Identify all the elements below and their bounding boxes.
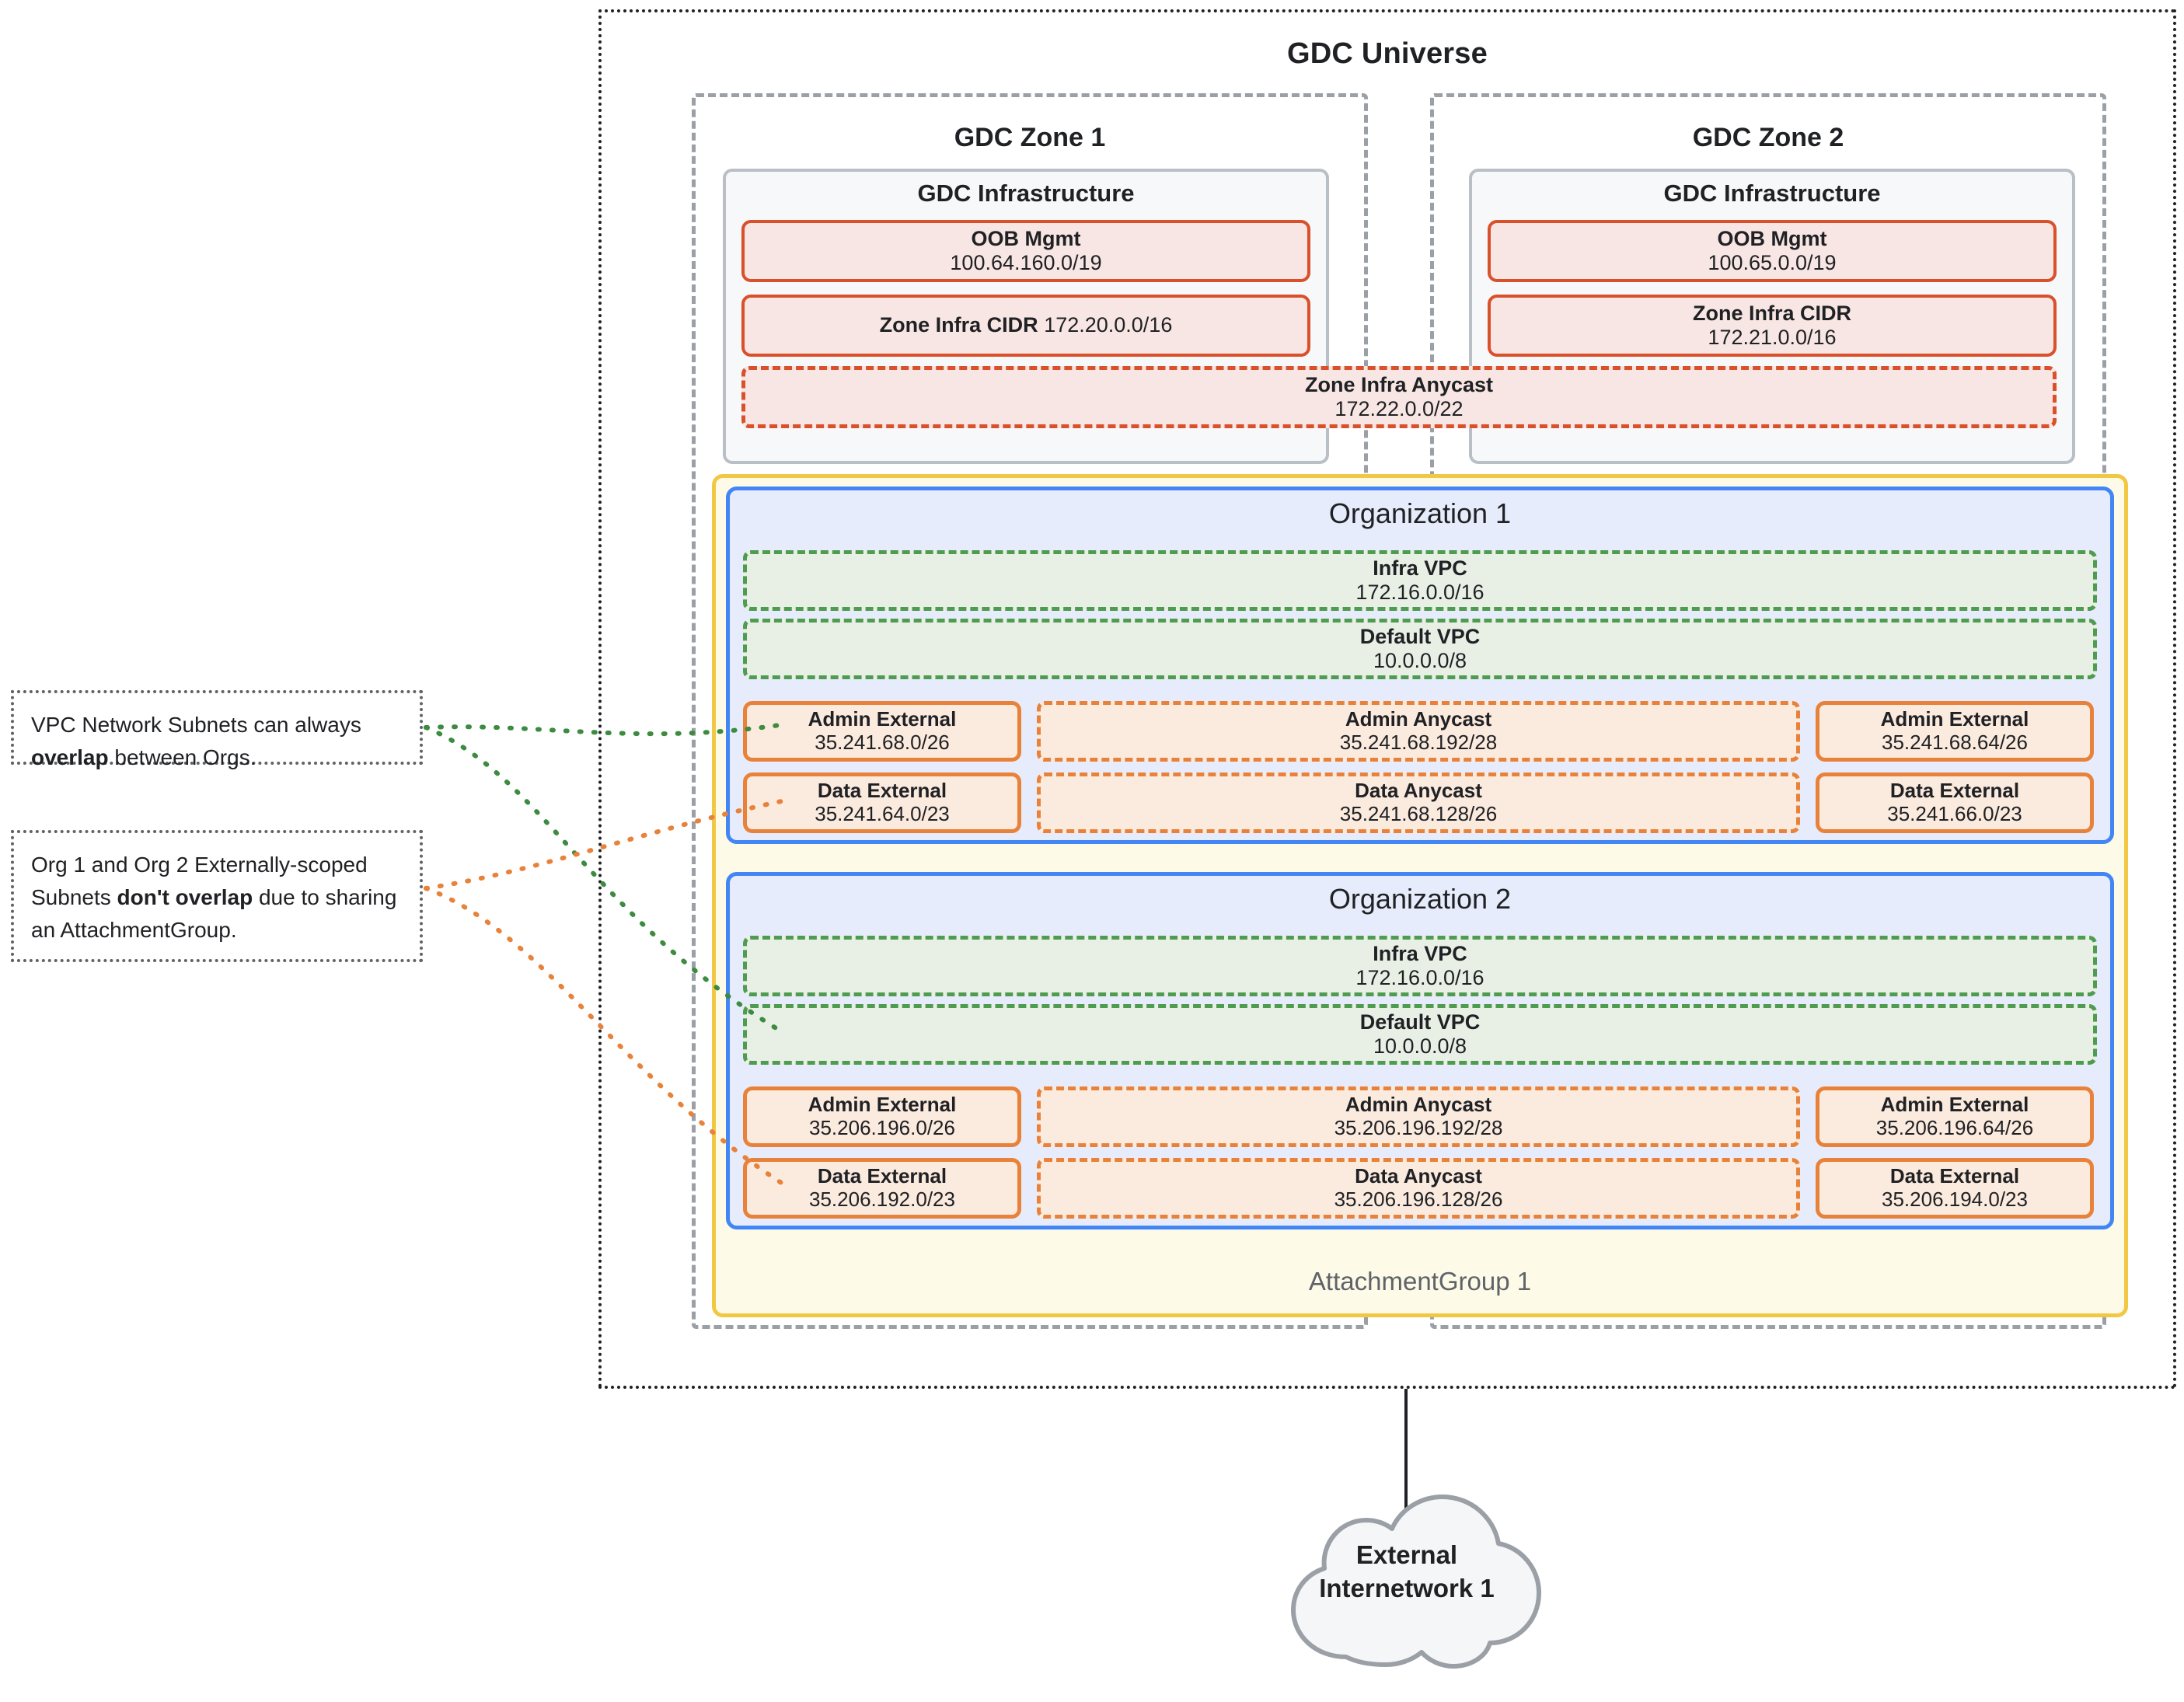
subnet-label: Admin External <box>808 707 957 731</box>
no-overlap-note-emphasis: don't overlap <box>117 885 253 909</box>
org-1-default-vpc: Default VPC 10.0.0.0/8 <box>743 619 2097 679</box>
zone-1-infra-cidr-value: 172.20.0.0/16 <box>1044 313 1173 337</box>
org-1-data-external-zone-1: Data External 35.241.64.0/23 <box>743 773 1021 833</box>
subnet-label: Admin External <box>1880 707 2029 731</box>
subnet-label: Admin Anycast <box>1345 1093 1492 1117</box>
subnet-cidr: 35.241.64.0/23 <box>815 802 950 825</box>
organization-2-title: Organization 2 <box>1328 883 1512 915</box>
zone-2-infra-cidr-value: 172.21.0.0/16 <box>1708 326 1837 349</box>
subnet-label: Data Anycast <box>1355 779 1482 803</box>
org-2-data-external-zone-1: Data External 35.206.192.0/23 <box>743 1158 1021 1219</box>
subnet-cidr: 35.206.194.0/23 <box>1882 1188 2028 1211</box>
org-2-default-vpc: Default VPC 10.0.0.0/8 <box>743 1004 2097 1065</box>
org-1-admin-external-zone-2: Admin External 35.241.68.64/26 <box>1816 701 2094 762</box>
zone-2-oob-mgmt-subnet: OOB Mgmt 100.65.0.0/19 <box>1488 220 2057 282</box>
subnet-cidr: 35.241.68.64/26 <box>1882 731 2028 754</box>
subnet-label: Admin External <box>1880 1093 2029 1117</box>
org-2-data-anycast: Data Anycast 35.206.196.128/26 <box>1037 1158 1800 1219</box>
gdc-universe-title: GDC Universe <box>1287 37 1488 70</box>
org-2-default-vpc-label: Default VPC <box>1359 1010 1481 1034</box>
no-overlap-note: Org 1 and Org 2 Externally-scoped Subnet… <box>11 830 423 962</box>
subnet-cidr: 35.206.196.0/26 <box>809 1116 955 1139</box>
subnet-label: Data External <box>1889 779 2020 803</box>
subnet-cidr: 35.241.68.0/26 <box>815 731 950 754</box>
org-2-admin-anycast: Admin Anycast 35.206.196.192/28 <box>1037 1086 1800 1147</box>
org-2-data-external-zone-2: Data External 35.206.194.0/23 <box>1816 1158 2094 1219</box>
org-1-admin-anycast: Admin Anycast 35.241.68.192/28 <box>1037 701 1800 762</box>
overlap-note-emphasis: overlap <box>31 745 109 769</box>
org-1-infra-vpc-cidr: 172.16.0.0/16 <box>1355 581 1484 604</box>
overlap-note-part1: VPC Network Subnets can always <box>31 713 361 737</box>
org-2-admin-external-zone-2: Admin External 35.206.196.64/26 <box>1816 1086 2094 1147</box>
zone-1-infra-cidr-line: Zone Infra CIDR 172.20.0.0/16 <box>880 313 1173 337</box>
zone-1-infrastructure-title: GDC Infrastructure <box>917 180 1135 207</box>
zone-infra-anycast-label: Zone Infra Anycast <box>1304 372 1494 396</box>
overlap-note: VPC Network Subnets can always overlap b… <box>11 690 423 769</box>
org-2-infra-vpc: Infra VPC 172.16.0.0/16 <box>743 936 2097 996</box>
subnet-label: Data External <box>817 1164 947 1188</box>
zone-1-oob-mgmt-cidr: 100.64.160.0/19 <box>950 251 1102 274</box>
external-internetwork-cloud <box>1259 1461 1554 1686</box>
subnet-label: Admin External <box>808 1093 957 1117</box>
organization-1-title: Organization 1 <box>1328 497 1512 529</box>
zone-1-infra-cidr-label: Zone Infra CIDR <box>879 313 1038 337</box>
zone-1-oob-mgmt-label: OOB Mgmt <box>971 226 1081 250</box>
subnet-cidr: 35.241.66.0/23 <box>1887 802 2022 825</box>
org-1-data-external-zone-2: Data External 35.241.66.0/23 <box>1816 773 2094 833</box>
subnet-label: Data Anycast <box>1355 1164 1482 1188</box>
zone-infra-anycast-subnet: Zone Infra Anycast 172.22.0.0/22 <box>741 366 2057 428</box>
org-1-default-vpc-label: Default VPC <box>1359 624 1481 648</box>
external-internetwork-line2: Internetwork 1 <box>1319 1573 1495 1603</box>
subnet-cidr: 35.206.196.64/26 <box>1875 1116 2034 1139</box>
overlap-note-part2: between Orgs. <box>108 745 256 769</box>
subnet-label: Data External <box>1889 1164 2020 1188</box>
internetwork-connector-line <box>1404 1389 1408 1521</box>
org-2-infra-vpc-cidr: 172.16.0.0/16 <box>1355 966 1484 989</box>
external-internetwork-line1: External <box>1355 1540 1458 1569</box>
org-1-admin-external-zone-1: Admin External 35.241.68.0/26 <box>743 701 1021 762</box>
external-internetwork-label: External Internetwork 1 <box>1259 1539 1554 1606</box>
org-2-infra-vpc-label: Infra VPC <box>1373 941 1467 965</box>
subnet-cidr: 35.206.192.0/23 <box>809 1188 955 1211</box>
subnet-label: Data External <box>817 779 947 803</box>
zone-2-infra-cidr-label: Zone Infra CIDR <box>1692 301 1851 325</box>
zone-1-infra-cidr-subnet: Zone Infra CIDR 172.20.0.0/16 <box>741 295 1310 357</box>
gdc-zone-1-title: GDC Zone 1 <box>954 123 1106 152</box>
org-2-admin-external-zone-1: Admin External 35.206.196.0/26 <box>743 1086 1021 1147</box>
org-1-infra-vpc-label: Infra VPC <box>1373 556 1467 580</box>
org-1-default-vpc-cidr: 10.0.0.0/8 <box>1373 649 1467 672</box>
subnet-cidr: 35.206.196.128/26 <box>1334 1188 1503 1211</box>
zone-2-oob-mgmt-cidr: 100.65.0.0/19 <box>1708 251 1837 274</box>
no-overlap-note-part1: Org 1 and Org 2 Externally-scoped Subnet… <box>31 853 368 909</box>
subnet-cidr: 35.241.68.192/28 <box>1339 731 1498 754</box>
org-1-data-anycast: Data Anycast 35.241.68.128/26 <box>1037 773 1800 833</box>
attachment-group-label: AttachmentGroup 1 <box>1308 1267 1532 1296</box>
subnet-cidr: 35.241.68.128/26 <box>1339 802 1498 825</box>
zone-2-infrastructure-title: GDC Infrastructure <box>1663 180 1881 207</box>
zone-infra-anycast-cidr: 172.22.0.0/22 <box>1334 397 1464 420</box>
zone-2-oob-mgmt-label: OOB Mgmt <box>1717 226 1827 250</box>
org-2-default-vpc-cidr: 10.0.0.0/8 <box>1373 1034 1467 1058</box>
no-overlap-note-part2: due to sharing an AttachmentGroup. <box>31 885 397 942</box>
gdc-zone-2-title: GDC Zone 2 <box>1692 123 1844 152</box>
subnet-cidr: 35.206.196.192/28 <box>1334 1116 1503 1139</box>
zone-2-infra-cidr-subnet: Zone Infra CIDR 172.21.0.0/16 <box>1488 295 2057 357</box>
subnet-label: Admin Anycast <box>1345 707 1492 731</box>
gdc-universe-container <box>598 9 2176 1389</box>
zone-1-oob-mgmt-subnet: OOB Mgmt 100.64.160.0/19 <box>741 220 1310 282</box>
org-1-infra-vpc: Infra VPC 172.16.0.0/16 <box>743 550 2097 611</box>
